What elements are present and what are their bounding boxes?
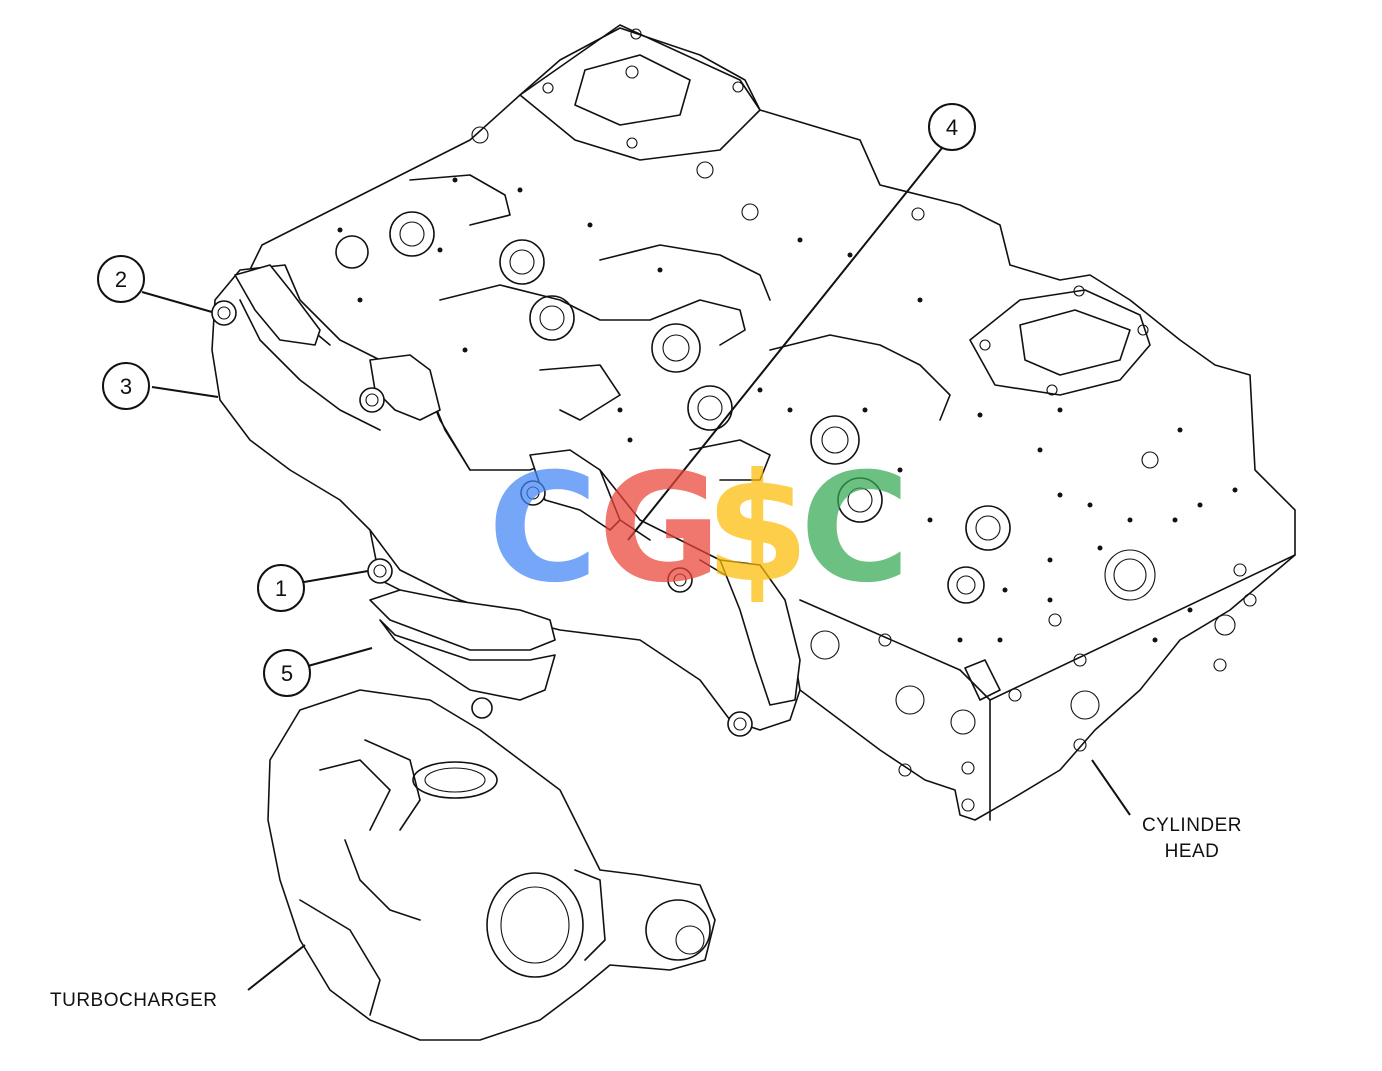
watermark-letter-3: $ bbox=[705, 442, 809, 616]
cylinder-head-drawing bbox=[239, 24, 1296, 821]
callout-3: 3 bbox=[102, 362, 150, 410]
watermark-letter-4: C bbox=[800, 442, 910, 616]
callout-5: 5 bbox=[263, 649, 311, 697]
callout-2-label: 2 bbox=[115, 267, 127, 292]
turbocharger-label: TURBOCHARGER bbox=[50, 990, 218, 1011]
watermark-letter-2: G bbox=[598, 442, 721, 616]
callout-4: 4 bbox=[928, 103, 976, 151]
callout-5-label: 5 bbox=[281, 661, 293, 686]
callout-3-label: 3 bbox=[120, 374, 132, 399]
callout-1: 1 bbox=[257, 564, 305, 612]
watermark-logo: C G $ C bbox=[488, 442, 910, 616]
callout-1-label: 1 bbox=[275, 576, 287, 601]
cylinder-head-label-line2: HEAD bbox=[1165, 841, 1220, 862]
turbocharger-drawing bbox=[267, 689, 716, 1041]
cylinder-head-label-line1: CYLINDER bbox=[1142, 815, 1242, 836]
watermark-letter-1: C bbox=[488, 442, 598, 616]
exhaust-manifold-drawing bbox=[211, 264, 801, 737]
manifold-bolts bbox=[211, 300, 753, 737]
leader-lines bbox=[141, 147, 1131, 991]
callout-4-label: 4 bbox=[946, 115, 958, 140]
callout-2: 2 bbox=[97, 255, 145, 303]
